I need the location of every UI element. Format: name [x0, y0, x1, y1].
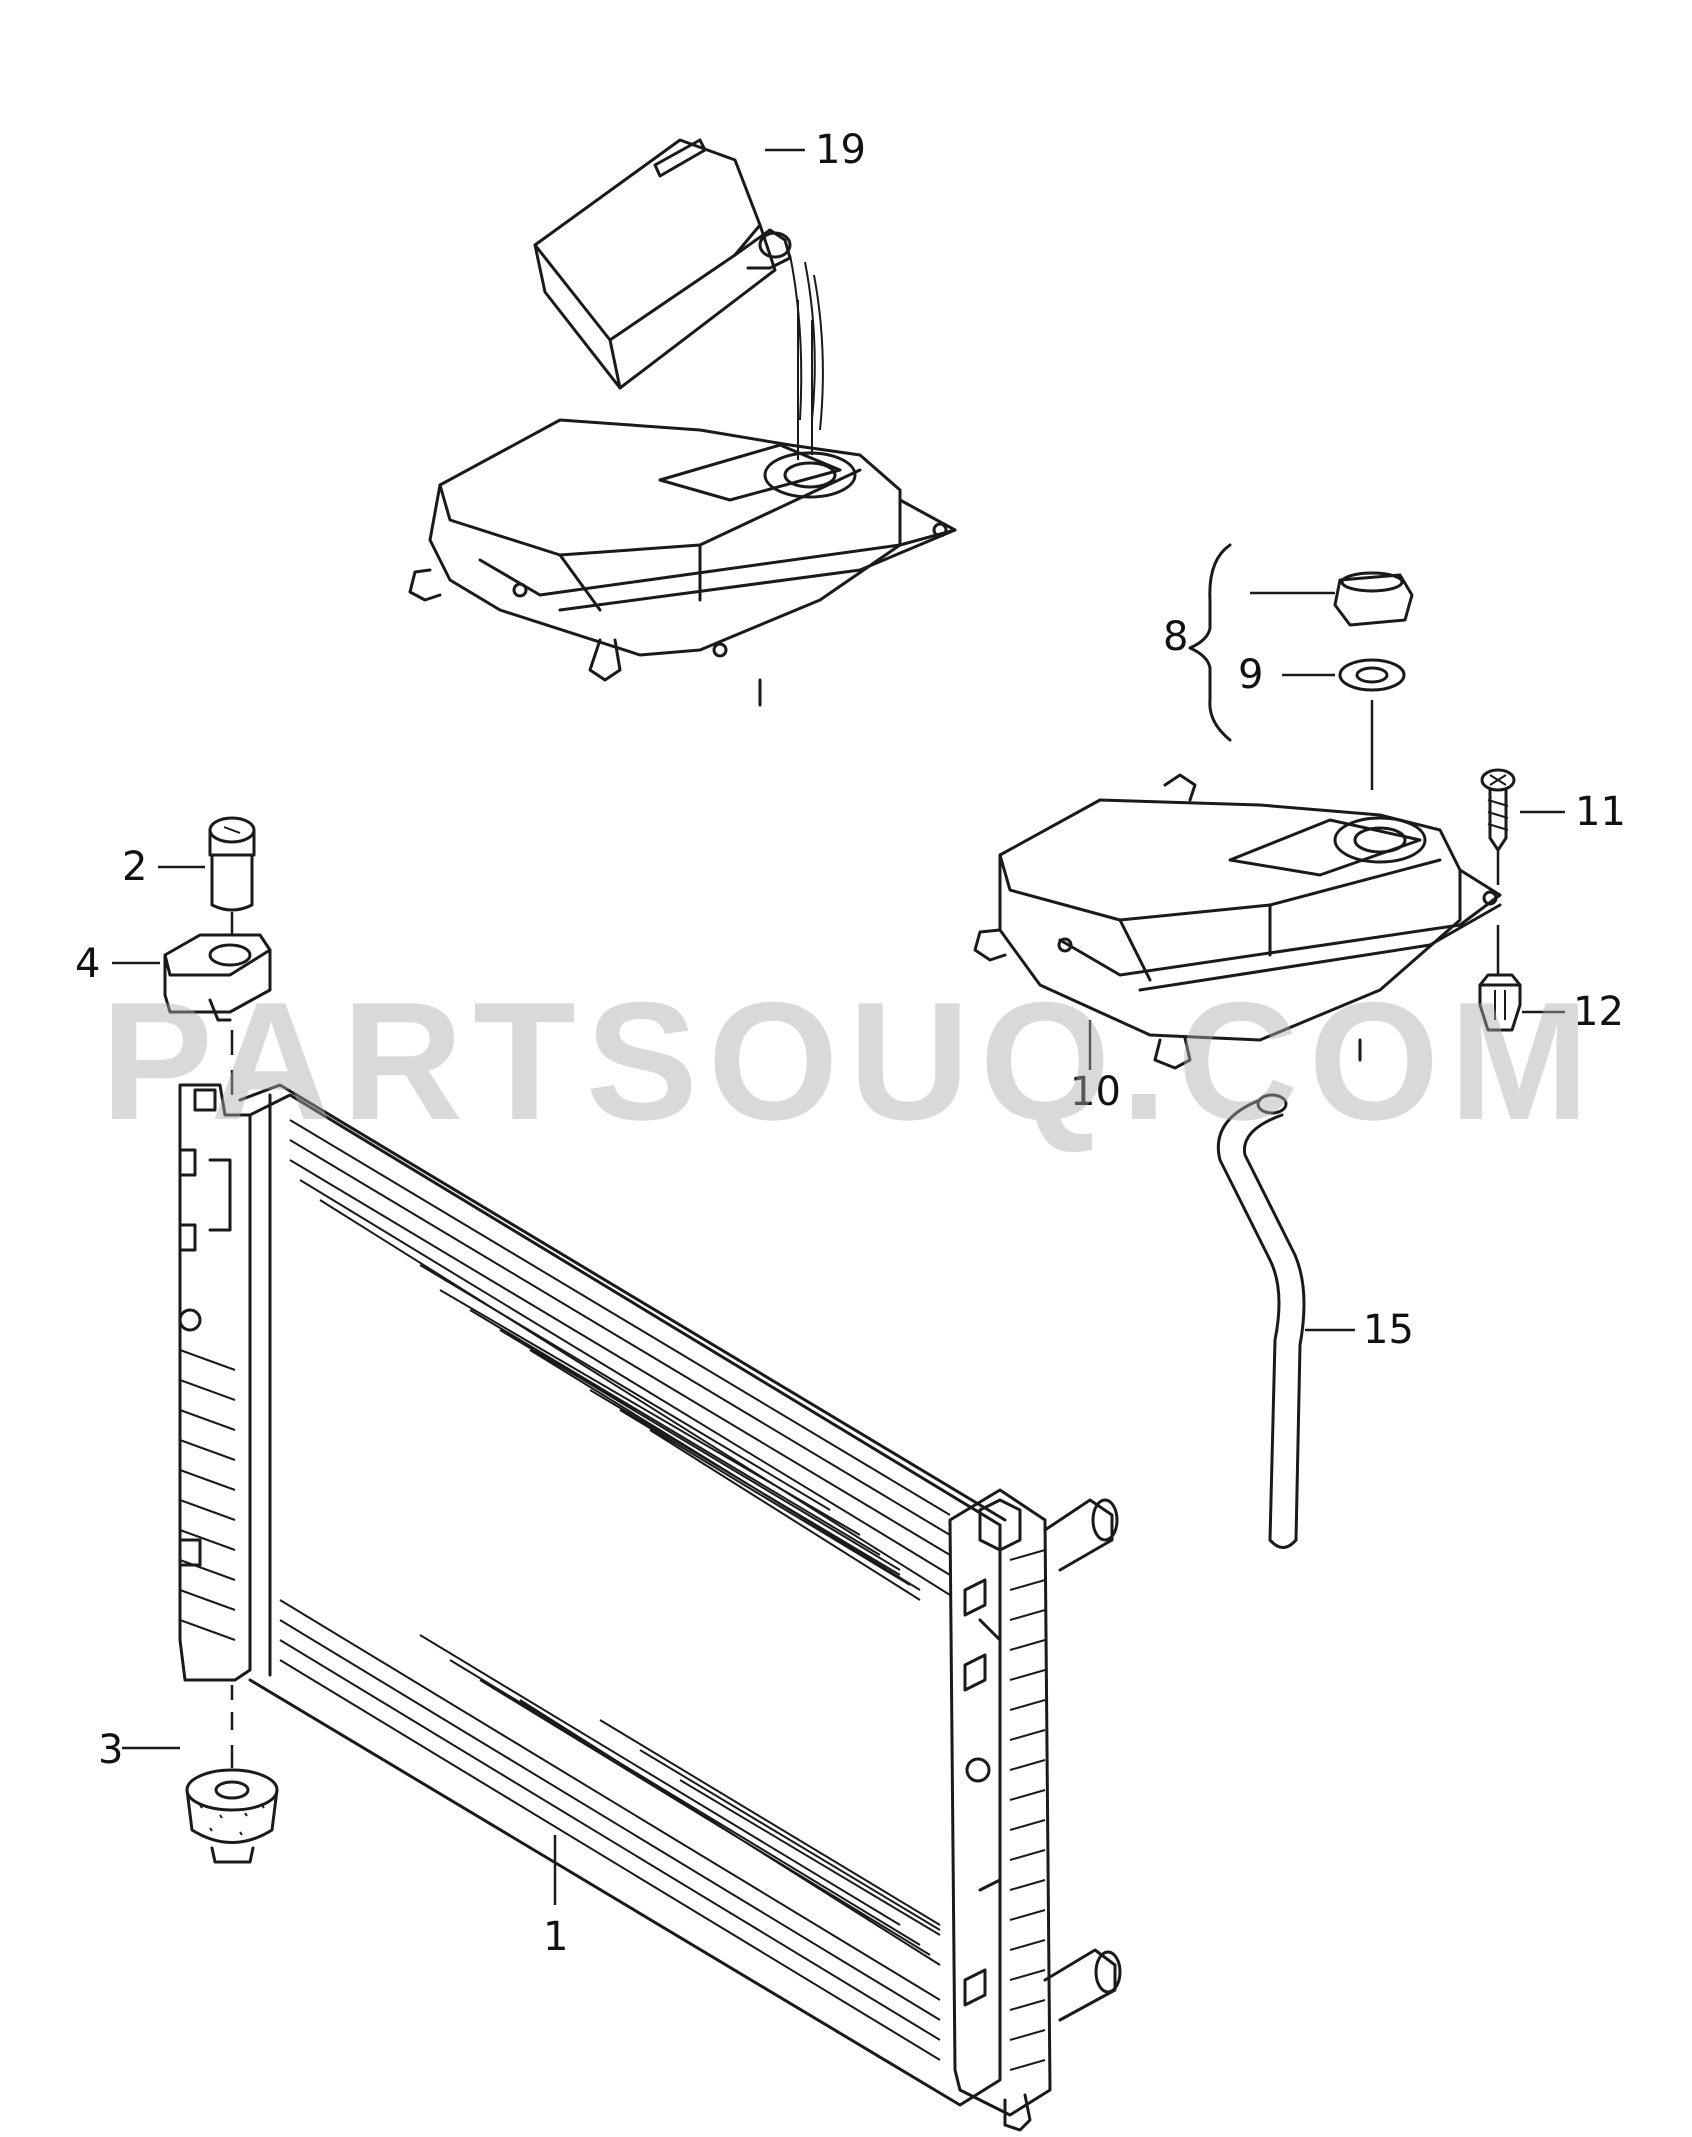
rubber-mount-drawing — [185, 1685, 279, 1864]
mount-bolt-and-bracket-drawing — [163, 816, 272, 1095]
coolant-can-drawing — [533, 138, 824, 460]
callout-15: 15 — [1363, 1307, 1414, 1353]
radiator-drawing — [178, 1083, 1122, 2132]
callout-8: 8 — [1163, 614, 1188, 660]
callout-4: 4 — [75, 941, 100, 987]
callout-11: 11 — [1575, 789, 1626, 835]
upper-expansion-tank-drawing — [408, 418, 957, 707]
cap-and-seal-drawing — [1188, 543, 1414, 790]
screw-and-clip-drawing — [1478, 768, 1522, 1032]
leader-lines — [112, 148, 1565, 1905]
callout-2: 2 — [122, 844, 147, 890]
expansion-tank-drawing — [973, 773, 1502, 1070]
callout-9: 9 — [1238, 652, 1263, 698]
callout-10: 10 — [1070, 1069, 1121, 1115]
hose-drawing — [1216, 1093, 1306, 1549]
callout-19: 19 — [815, 127, 866, 173]
callout-1: 1 — [543, 1914, 568, 1960]
callout-3: 3 — [98, 1727, 123, 1773]
callout-12: 12 — [1573, 989, 1624, 1035]
